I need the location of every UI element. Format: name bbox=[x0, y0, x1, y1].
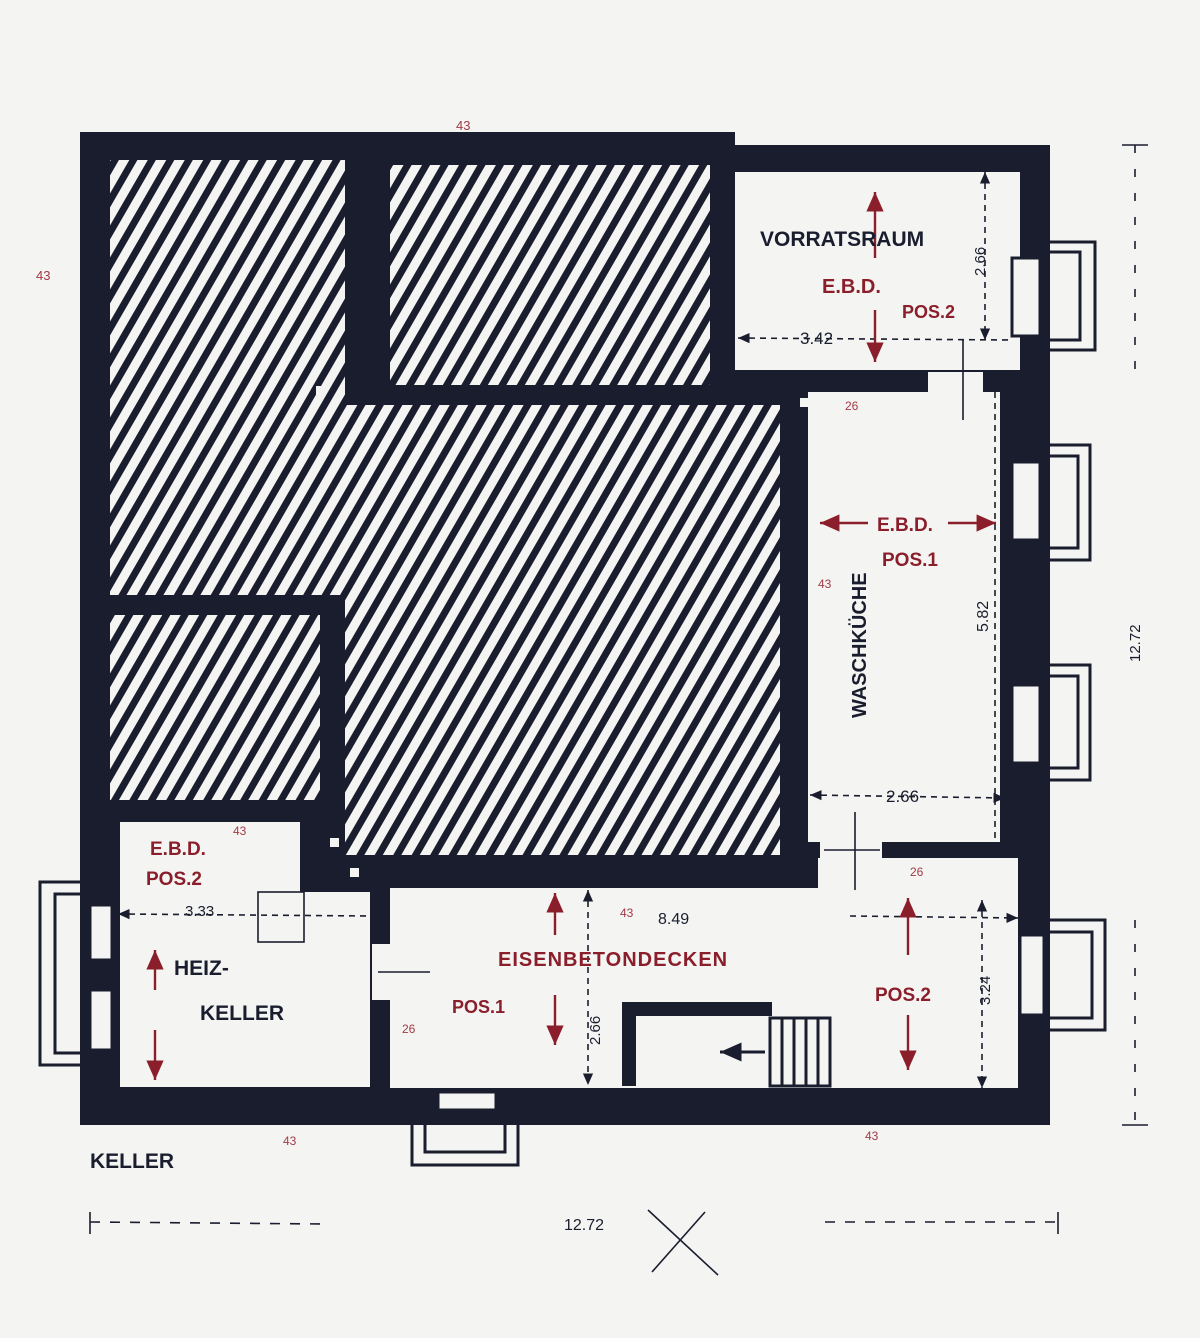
annotation-ebd-vorrat: E.B.D. bbox=[822, 276, 881, 298]
wall-mark-heiz-top: 43 bbox=[233, 824, 247, 838]
wall-mark-left: 43 bbox=[36, 268, 50, 283]
dim-right-height: 3.24 bbox=[977, 976, 994, 1005]
dim-total-bottom: 12.72 bbox=[564, 1217, 604, 1234]
wall-mark-bottom-right: 43 bbox=[865, 1129, 879, 1143]
dim-total-right: 12.72 bbox=[1127, 624, 1144, 662]
room-label-waschkueche: WASCHKÜCHE bbox=[848, 572, 871, 718]
dim-heiz-width: 3.33 bbox=[185, 903, 214, 920]
annotation-pos1-wasch: POS.1 bbox=[882, 550, 938, 571]
annotation-ebd-heiz: E.B.D. bbox=[150, 839, 206, 860]
room-label-eisenbetondecken: EISENBETONDECKEN bbox=[498, 949, 728, 971]
wall-structure bbox=[80, 132, 1050, 1125]
wall-markers bbox=[316, 386, 809, 877]
wall-mark-bottom-left: 43 bbox=[283, 1134, 297, 1148]
window-wells bbox=[38, 240, 1107, 1167]
room-heizkeller bbox=[120, 892, 370, 1087]
dim-corridor-height: 2.66 bbox=[587, 1016, 604, 1045]
annotation-ebd-wasch: E.B.D. bbox=[877, 515, 933, 536]
room-east-annex bbox=[818, 858, 1018, 898]
dim-corridor-width: 8.49 bbox=[658, 911, 689, 928]
room-label-vorratsraum: VORRATSRAUM bbox=[760, 228, 924, 251]
room-waschkueche bbox=[808, 392, 1000, 842]
wall-mark-heiz-right: 26 bbox=[402, 1022, 416, 1036]
annotation-pos2-corridor: POS.2 bbox=[875, 985, 931, 1006]
wall-mark-wasch-top: 26 bbox=[845, 399, 859, 413]
wall-mark-wasch-left: 43 bbox=[818, 577, 832, 591]
wall-mark-corridor: 43 bbox=[620, 906, 634, 920]
room-label-heizkeller-1: HEIZ- bbox=[174, 957, 229, 980]
hatched-zone-north bbox=[390, 165, 710, 385]
door-vorrat-wasch bbox=[928, 372, 983, 392]
staircase bbox=[720, 1016, 832, 1088]
dim-wasch-width: 2.66 bbox=[886, 787, 919, 806]
annotation-pos2-vorrat: POS.2 bbox=[902, 302, 955, 322]
wall-mark-top: 43 bbox=[456, 118, 470, 133]
room-label-heizkeller-2: KELLER bbox=[200, 1002, 284, 1025]
wall-mark-annex: 26 bbox=[910, 865, 924, 879]
annotation-pos1-corridor: POS.1 bbox=[452, 997, 505, 1017]
dim-vorrat-width: 3.42 bbox=[800, 329, 833, 348]
drawing-title: KELLER bbox=[90, 1150, 174, 1173]
dim-wasch-height: 5.82 bbox=[975, 601, 992, 632]
room-heizkeller-upper bbox=[120, 822, 300, 892]
dim-vorrat-height: 2.66 bbox=[972, 247, 989, 276]
hatched-zone-west bbox=[110, 615, 320, 800]
hatched-zone-center bbox=[345, 405, 780, 855]
hatched-zone-northwest bbox=[110, 160, 345, 595]
load-arrows bbox=[146, 192, 996, 1080]
annotation-pos2-heiz: POS.2 bbox=[146, 869, 202, 890]
